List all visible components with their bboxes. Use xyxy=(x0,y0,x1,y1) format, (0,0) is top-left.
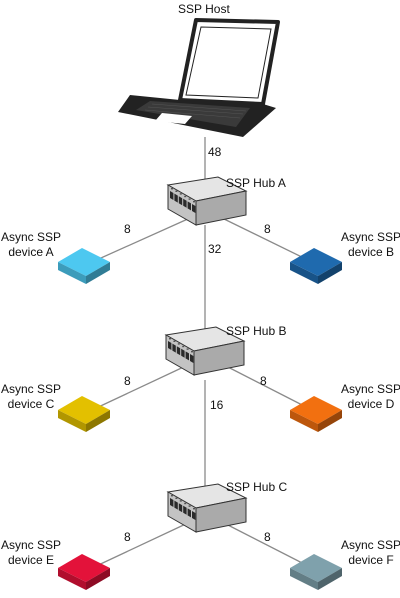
device-c-speed: 8 xyxy=(124,374,131,388)
device-e-label-line2: device E xyxy=(7,553,55,567)
device-c-icon xyxy=(58,396,110,432)
device-c-label: Async SSP device C xyxy=(0,382,62,412)
hub-b-downlink-speed: 16 xyxy=(210,398,224,412)
device-b-label: Async SSP device B xyxy=(340,230,400,260)
hub-port xyxy=(174,500,178,510)
device-b-icon xyxy=(290,248,342,284)
hub-port xyxy=(170,191,174,200)
hub-a-downlink-speed: 32 xyxy=(208,242,222,256)
device-a-speed: 8 xyxy=(124,222,131,236)
hub-port xyxy=(187,508,191,518)
device-a-label: Async SSP device A xyxy=(0,230,62,260)
hub-port xyxy=(172,343,176,353)
hub-port xyxy=(181,348,185,358)
hub-port xyxy=(174,193,178,203)
host-label: SSP Host xyxy=(178,2,230,16)
link-hub-b-device-c xyxy=(91,363,191,411)
hub-a-icon xyxy=(166,176,248,226)
hub-a-label: SSP Hub A xyxy=(226,176,286,190)
hub-port xyxy=(183,505,187,515)
device-d-label-line1: Async SSP xyxy=(340,382,400,396)
hub-c-icon xyxy=(166,483,248,533)
link-hub-b-device-d xyxy=(221,363,313,411)
hub-port xyxy=(183,198,187,208)
hub-port xyxy=(190,354,194,363)
hub-port xyxy=(185,351,189,361)
device-f-speed: 8 xyxy=(264,530,271,544)
device-d-label: Async SSP device D xyxy=(340,382,400,412)
device-a-label-line1: Async SSP xyxy=(0,230,62,244)
device-f-label: Async SSP device F xyxy=(340,538,400,568)
hub-port xyxy=(170,498,174,507)
hub-port xyxy=(192,511,196,520)
device-f-icon xyxy=(290,554,342,590)
device-b-label-line1: Async SSP xyxy=(340,230,400,244)
device-d-icon xyxy=(290,396,342,432)
hub-port xyxy=(168,341,172,350)
link-hub-c-device-f xyxy=(221,521,313,569)
hub-c-label: SSP Hub C xyxy=(226,480,288,494)
link-hub-c-device-e xyxy=(91,521,191,569)
hub-port xyxy=(178,196,183,206)
hub-port xyxy=(192,204,196,213)
device-e-speed: 8 xyxy=(124,530,131,544)
link-hub-a-device-b xyxy=(221,217,313,263)
host-link-speed: 48 xyxy=(208,145,222,159)
device-c-label-line2: device C xyxy=(7,397,55,411)
hub-port xyxy=(187,201,191,211)
device-a-icon xyxy=(58,248,110,284)
device-d-speed: 8 xyxy=(260,374,267,388)
hub-port xyxy=(178,503,183,513)
device-d-label-line2: device D xyxy=(347,397,395,411)
device-b-speed: 8 xyxy=(264,222,271,236)
device-f-label-line1: Async SSP xyxy=(340,538,400,552)
laptop-icon xyxy=(118,18,280,137)
hub-b-label: SSP Hub B xyxy=(226,324,287,338)
hub-b-icon xyxy=(164,326,246,376)
device-a-label-line2: device A xyxy=(8,245,54,259)
device-e-icon xyxy=(58,554,110,590)
device-b-label-line2: device B xyxy=(347,245,395,259)
device-e-label-line1: Async SSP xyxy=(0,538,62,552)
link-hub-a-device-a xyxy=(91,217,191,263)
hub-port xyxy=(176,346,181,356)
device-f-label-line2: device F xyxy=(348,553,394,567)
device-e-label: Async SSP device E xyxy=(0,538,62,568)
device-c-label-line1: Async SSP xyxy=(0,382,62,396)
